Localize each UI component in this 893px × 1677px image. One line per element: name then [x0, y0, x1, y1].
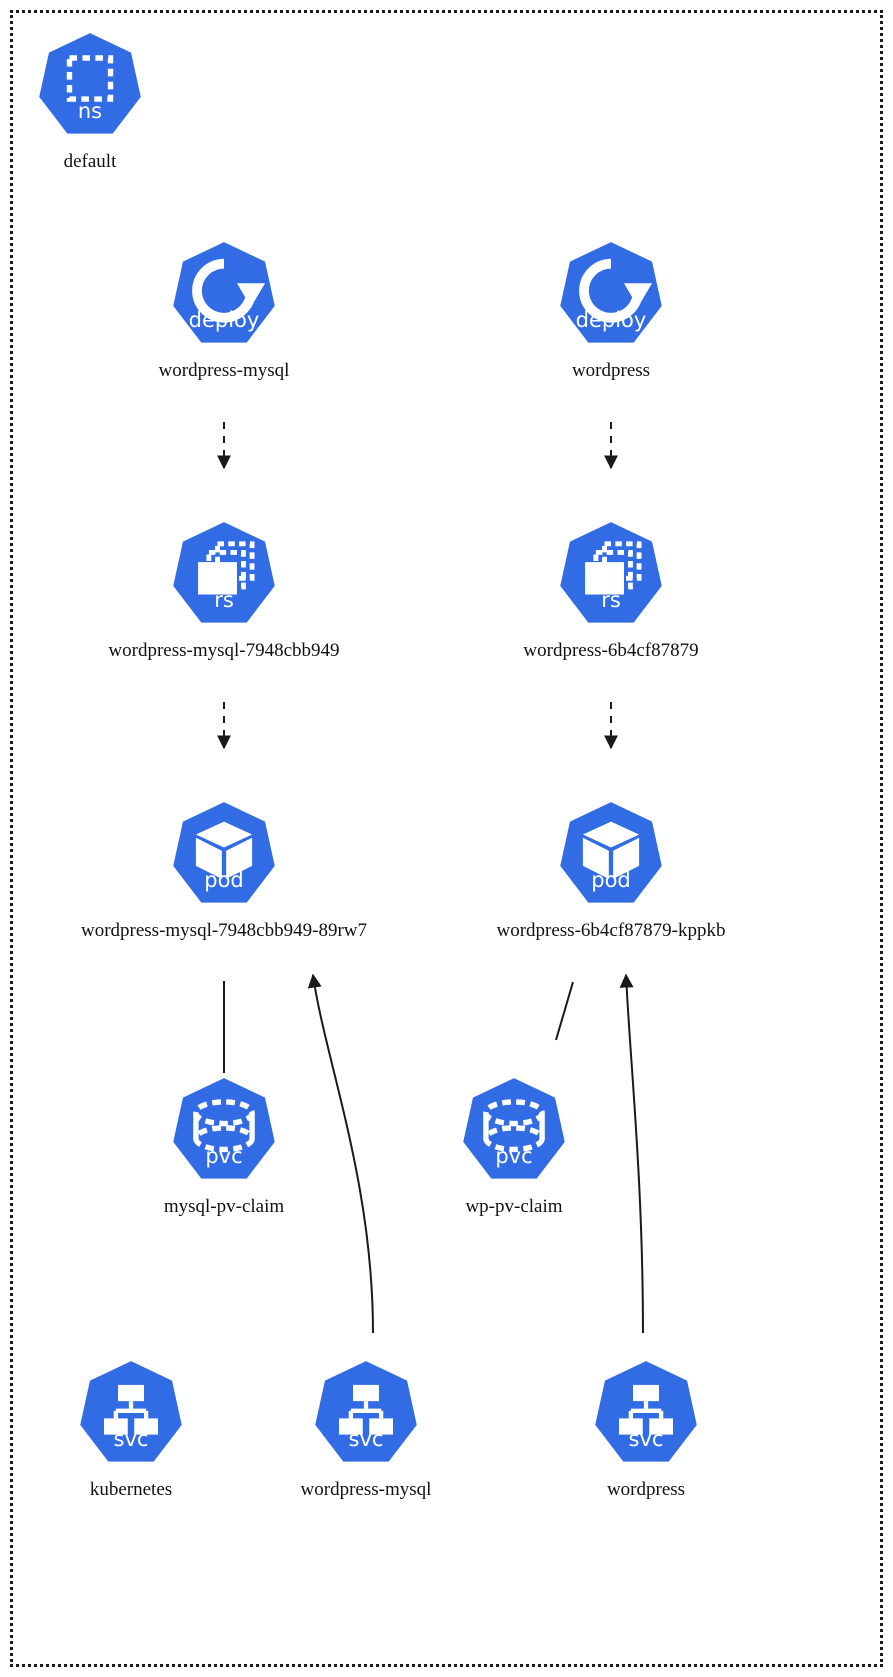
replicaset-icon [557, 520, 665, 628]
node-name-label: wordpress-mysql-7948cbb949 [108, 640, 340, 661]
node-name-label: mysql-pv-claim [163, 1196, 285, 1217]
namespace-boundary [10, 10, 883, 1667]
deployment-icon [170, 240, 278, 348]
pod-icon [557, 800, 665, 908]
node-name-label: wordpress [606, 1479, 686, 1500]
deployment-icon [557, 240, 665, 348]
pvc-icon [460, 1076, 568, 1184]
node-name-label: default [63, 151, 117, 172]
service-icon [592, 1359, 700, 1467]
node-name-label: wordpress-6b4cf87879-kppkb [496, 920, 726, 941]
namespace-icon [36, 31, 144, 139]
node-name-label: kubernetes [89, 1479, 173, 1500]
node-name-label: wordpress-mysql-7948cbb949-89rw7 [80, 920, 367, 941]
pvc-icon [170, 1076, 278, 1184]
replicaset-icon [170, 520, 278, 628]
service-icon [312, 1359, 420, 1467]
node-name-label: wp-pv-claim [465, 1196, 563, 1217]
node-name-label: wordpress-mysql [300, 1479, 432, 1500]
pod-icon [170, 800, 278, 908]
service-icon [77, 1359, 185, 1467]
node-name-label: wordpress [571, 360, 651, 381]
node-name-label: wordpress-mysql [158, 360, 290, 381]
node-name-label: wordpress-6b4cf87879 [523, 640, 699, 661]
